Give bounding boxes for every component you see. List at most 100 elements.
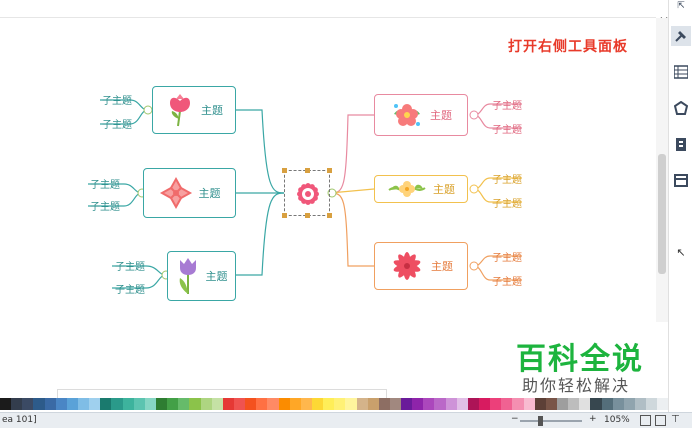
handle[interactable]: [282, 168, 287, 173]
subtopic[interactable]: 子主题: [492, 175, 522, 186]
pin-icon[interactable]: ⇱: [677, 1, 685, 11]
color-swatch[interactable]: [189, 398, 201, 410]
subtopic[interactable]: 子主题: [492, 253, 522, 264]
hammer-icon[interactable]: [671, 26, 691, 46]
calendar-icon[interactable]: [671, 170, 691, 190]
topic-right-1[interactable]: 主题: [374, 94, 468, 136]
subtopic[interactable]: 子主题: [102, 120, 132, 131]
subtopic[interactable]: 子主题: [90, 180, 120, 191]
color-swatch[interactable]: [289, 398, 301, 410]
open-panel-hint[interactable]: 打开右侧工具面板: [508, 39, 628, 55]
presentation-icon[interactable]: ⊤: [671, 414, 680, 425]
scroll-thumb[interactable]: [658, 154, 666, 274]
topic-right-2[interactable]: 主题: [374, 175, 468, 203]
topic-left-1[interactable]: 主题: [152, 86, 236, 134]
color-swatch[interactable]: [144, 398, 156, 410]
color-swatch[interactable]: [122, 398, 134, 410]
color-swatch[interactable]: [590, 398, 602, 410]
fit-page-icon[interactable]: [640, 415, 651, 426]
color-swatch[interactable]: [345, 398, 357, 410]
color-swatch[interactable]: [545, 398, 558, 410]
subtopic[interactable]: 子主题: [90, 202, 120, 213]
subtopic[interactable]: 子主题: [115, 262, 145, 273]
subtopic[interactable]: 子主题: [492, 199, 522, 210]
handle[interactable]: [305, 168, 310, 173]
vertical-scrollbar[interactable]: [656, 18, 668, 386]
color-swatch[interactable]: [44, 398, 56, 410]
pentagon-icon[interactable]: [671, 98, 691, 118]
color-swatch[interactable]: [278, 398, 290, 410]
color-swatch[interactable]: [623, 398, 636, 410]
color-swatch[interactable]: [601, 398, 613, 410]
color-swatch[interactable]: [367, 398, 379, 410]
color-swatch[interactable]: [33, 398, 45, 410]
color-swatch[interactable]: [100, 398, 112, 410]
color-swatch[interactable]: [77, 398, 90, 410]
subtopic[interactable]: 子主题: [492, 277, 522, 288]
color-swatch[interactable]: [657, 398, 669, 410]
color-swatch[interactable]: [55, 398, 67, 410]
color-swatch[interactable]: [222, 398, 234, 410]
color-swatch[interactable]: [434, 398, 446, 410]
color-swatch[interactable]: [233, 398, 246, 410]
color-swatch[interactable]: [490, 398, 502, 410]
color-swatch[interactable]: [89, 398, 101, 410]
color-swatch[interactable]: [11, 398, 23, 410]
color-swatch[interactable]: [501, 398, 513, 410]
zoom-out-button[interactable]: −: [511, 414, 519, 424]
color-swatch[interactable]: [256, 398, 268, 410]
color-swatch[interactable]: [267, 398, 279, 410]
handle[interactable]: [282, 213, 287, 218]
color-swatch[interactable]: [178, 398, 190, 410]
zoom-slider[interactable]: [520, 420, 582, 422]
color-swatch[interactable]: [356, 398, 368, 410]
color-swatch[interactable]: [334, 398, 346, 410]
color-swatch[interactable]: [423, 398, 435, 410]
color-swatch[interactable]: [512, 398, 524, 410]
subtopic[interactable]: 子主题: [102, 96, 132, 107]
topic-right-3[interactable]: 主题: [374, 242, 468, 290]
color-swatch[interactable]: [534, 398, 546, 410]
central-topic[interactable]: [282, 168, 332, 218]
color-swatch[interactable]: [378, 398, 390, 410]
color-swatch[interactable]: [479, 398, 491, 410]
color-swatch[interactable]: [401, 398, 413, 410]
subtopic[interactable]: 子主题: [115, 285, 145, 296]
color-swatch[interactable]: [133, 398, 145, 410]
color-swatch[interactable]: [389, 398, 402, 410]
color-swatch[interactable]: [412, 398, 424, 410]
fullscreen-icon[interactable]: [655, 415, 666, 426]
color-swatch[interactable]: [445, 398, 457, 410]
color-swatch[interactable]: [22, 398, 34, 410]
color-swatch[interactable]: [523, 398, 535, 410]
color-swatch[interactable]: [300, 398, 312, 410]
color-swatch[interactable]: [200, 398, 212, 410]
clipboard-icon[interactable]: [671, 134, 691, 154]
zoom-in-button[interactable]: +: [589, 414, 597, 424]
handle[interactable]: [327, 213, 332, 218]
color-palette[interactable]: [0, 398, 669, 410]
subtopic[interactable]: 子主题: [492, 101, 522, 112]
color-swatch[interactable]: [579, 398, 591, 410]
list-icon[interactable]: [671, 62, 691, 82]
color-swatch[interactable]: [111, 398, 123, 410]
handle[interactable]: [305, 213, 310, 218]
color-swatch[interactable]: [467, 398, 480, 410]
color-swatch[interactable]: [66, 398, 78, 410]
color-swatch[interactable]: [311, 398, 324, 410]
color-swatch[interactable]: [211, 398, 223, 410]
color-swatch[interactable]: [646, 398, 658, 410]
color-swatch[interactable]: [557, 398, 569, 410]
color-swatch[interactable]: [155, 398, 168, 410]
handle[interactable]: [327, 168, 332, 173]
topic-left-2[interactable]: 主题: [143, 168, 236, 218]
topic-left-3[interactable]: 主题: [167, 251, 236, 301]
color-swatch[interactable]: [167, 398, 179, 410]
color-swatch[interactable]: [568, 398, 580, 410]
zoom-slider-knob[interactable]: [538, 416, 543, 426]
color-swatch[interactable]: [635, 398, 647, 410]
color-swatch[interactable]: [0, 398, 12, 410]
color-swatch[interactable]: [245, 398, 257, 410]
color-swatch[interactable]: [456, 398, 468, 410]
color-swatch[interactable]: [323, 398, 335, 410]
